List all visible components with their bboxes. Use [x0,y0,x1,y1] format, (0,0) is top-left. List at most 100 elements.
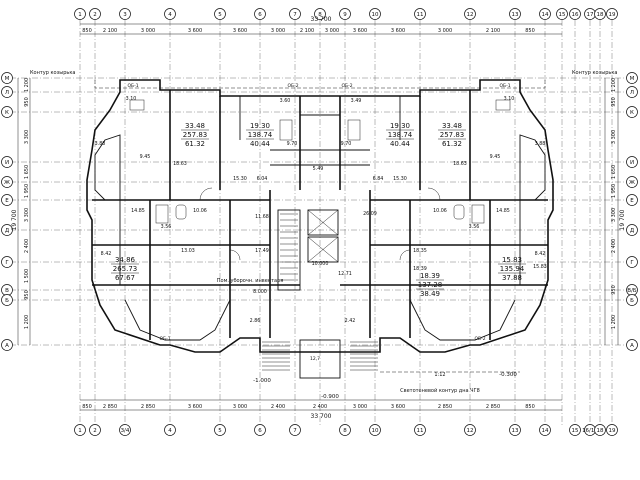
axis-bubble: Б [626,294,638,306]
axis-bubble-label: Б [5,298,9,304]
dim-bottom-value: 2 400 [313,404,327,410]
axis-bubble-label: Л [5,90,9,96]
dim-left-value: 1 650 [24,165,30,179]
room-area: 15.30 [233,176,247,182]
axis-bubble: Е [1,194,13,206]
axis-bubble: 11 [414,8,426,20]
axis-bubble-label: В [5,288,9,294]
room-area: 9.45 [140,154,151,160]
room-area: 14.85 [496,208,510,214]
room-area: 10.06 [193,208,207,214]
axis-bubble: 11 [414,424,426,436]
room-area: 8.42 [535,251,546,257]
axis-bubble-label: 15 [572,428,579,434]
balcony-mark: ОБ-2 [474,336,485,342]
room-area: 18.63 [453,161,467,167]
apartment-total: 257.83 [183,131,208,139]
room-area: 2.42 [345,318,356,324]
dim-top-value: 2 100 [486,28,500,34]
contour-label-right: Контур козырька [572,70,617,76]
dim-bottom-value: 3 600 [391,404,405,410]
axis-bubble-label: Б [630,298,634,304]
axis-bubble-label: Д [630,228,635,234]
balcony-mark: ОБ-1 [159,336,170,342]
axis-bubble: Ж [1,176,13,188]
axis-bubble: 3/4 [119,424,131,436]
room-area: 15.30 [393,176,407,182]
scale-mark: 1:12 [434,372,445,378]
axis-bubble-label: 19 [609,12,616,18]
axis-bubble: 5 [214,424,226,436]
axis-bubble-label: 18 [597,12,604,18]
room-area: 13.03 [181,248,195,254]
dim-top-value: 2 100 [300,28,314,34]
axis-bubble: Ж [626,176,638,188]
axis-bubble: 7 [289,424,301,436]
axis-bubble: М [626,72,638,84]
axis-bubble: 6 [254,8,266,20]
room-area: 6.04 [257,176,268,182]
dim-bottom-value: 850 [82,404,92,410]
apartment-area: 19.30 [390,122,410,130]
axis-bubble-label: 5 [218,428,222,434]
axis-bubble-label: 12 [467,428,474,434]
dim-right-value: 3 300 [611,130,617,144]
dim-bottom-value: 2 400 [271,404,285,410]
apartment-area: 33.48 [185,122,205,130]
axis-bubble-label: 4 [168,428,172,434]
entrance-steps [262,339,378,379]
axis-bubble-label: 18 [597,428,604,434]
dim-top-value: 3 000 [271,28,285,34]
axis-bubble: Г [1,256,13,268]
contour-label-left: Контур козырька [30,70,75,76]
dim-top-value: 3 600 [188,28,202,34]
room-area: 6.84 [373,176,384,182]
axis-bubble: 3 [119,8,131,20]
axis-bubble: И [1,156,13,168]
axis-bubble-label: 3 [123,12,127,18]
dim-top-value: 3 000 [325,28,339,34]
dim-bottom-value: 3 600 [188,404,202,410]
axis-bubble: 1 [74,8,86,20]
axis-bubble: 18 [594,8,606,20]
apartment-total: 135.94 [500,265,525,273]
axis-bubble: 12 [464,424,476,436]
elev-note: 12,7 [310,356,320,362]
axis-bubble: К [626,106,638,118]
axis-bubble-label: К [5,110,9,116]
axis-bubble-label: В/Б [627,288,637,294]
axis-bubble: 14 [539,8,551,20]
dim-right-value: 950 [611,285,617,295]
apartment-total: 257.83 [440,131,465,139]
dim-top-value: 3 000 [438,28,452,34]
axis-bubble-label: 14 [542,12,549,18]
axis-bubble-label: 11 [417,12,424,18]
room-area: 10.06 [433,208,447,214]
dim-left-value: 950 [24,97,30,107]
axis-bubble-label: И [5,160,9,166]
axis-bubble-label: Д [5,228,10,234]
axis-bubble-label: Г [630,260,634,266]
axis-bubble: 15 [556,8,568,20]
level-mark-3: -0.300 [499,372,517,378]
axis-bubble-label: 2 [93,12,97,18]
axis-bubble: 13 [509,424,521,436]
room-area: 3.60 [280,98,291,104]
dim-right-value: 1 950 [611,184,617,198]
total-width-bottom: 33 700 [311,413,332,420]
axis-bubble-label: 10 [372,428,379,434]
room-area: 15.83 [533,264,547,270]
dim-right-value: 1 200 [611,78,617,92]
axis-bubble: 2 [89,8,101,20]
apartment-area: 19.30 [250,122,270,130]
room-area: 8.000 [253,289,267,295]
axis-bubble-label: 5 [218,12,222,18]
room-area: 3.56 [469,224,480,230]
axis-bubble-label: 19 [609,428,616,434]
